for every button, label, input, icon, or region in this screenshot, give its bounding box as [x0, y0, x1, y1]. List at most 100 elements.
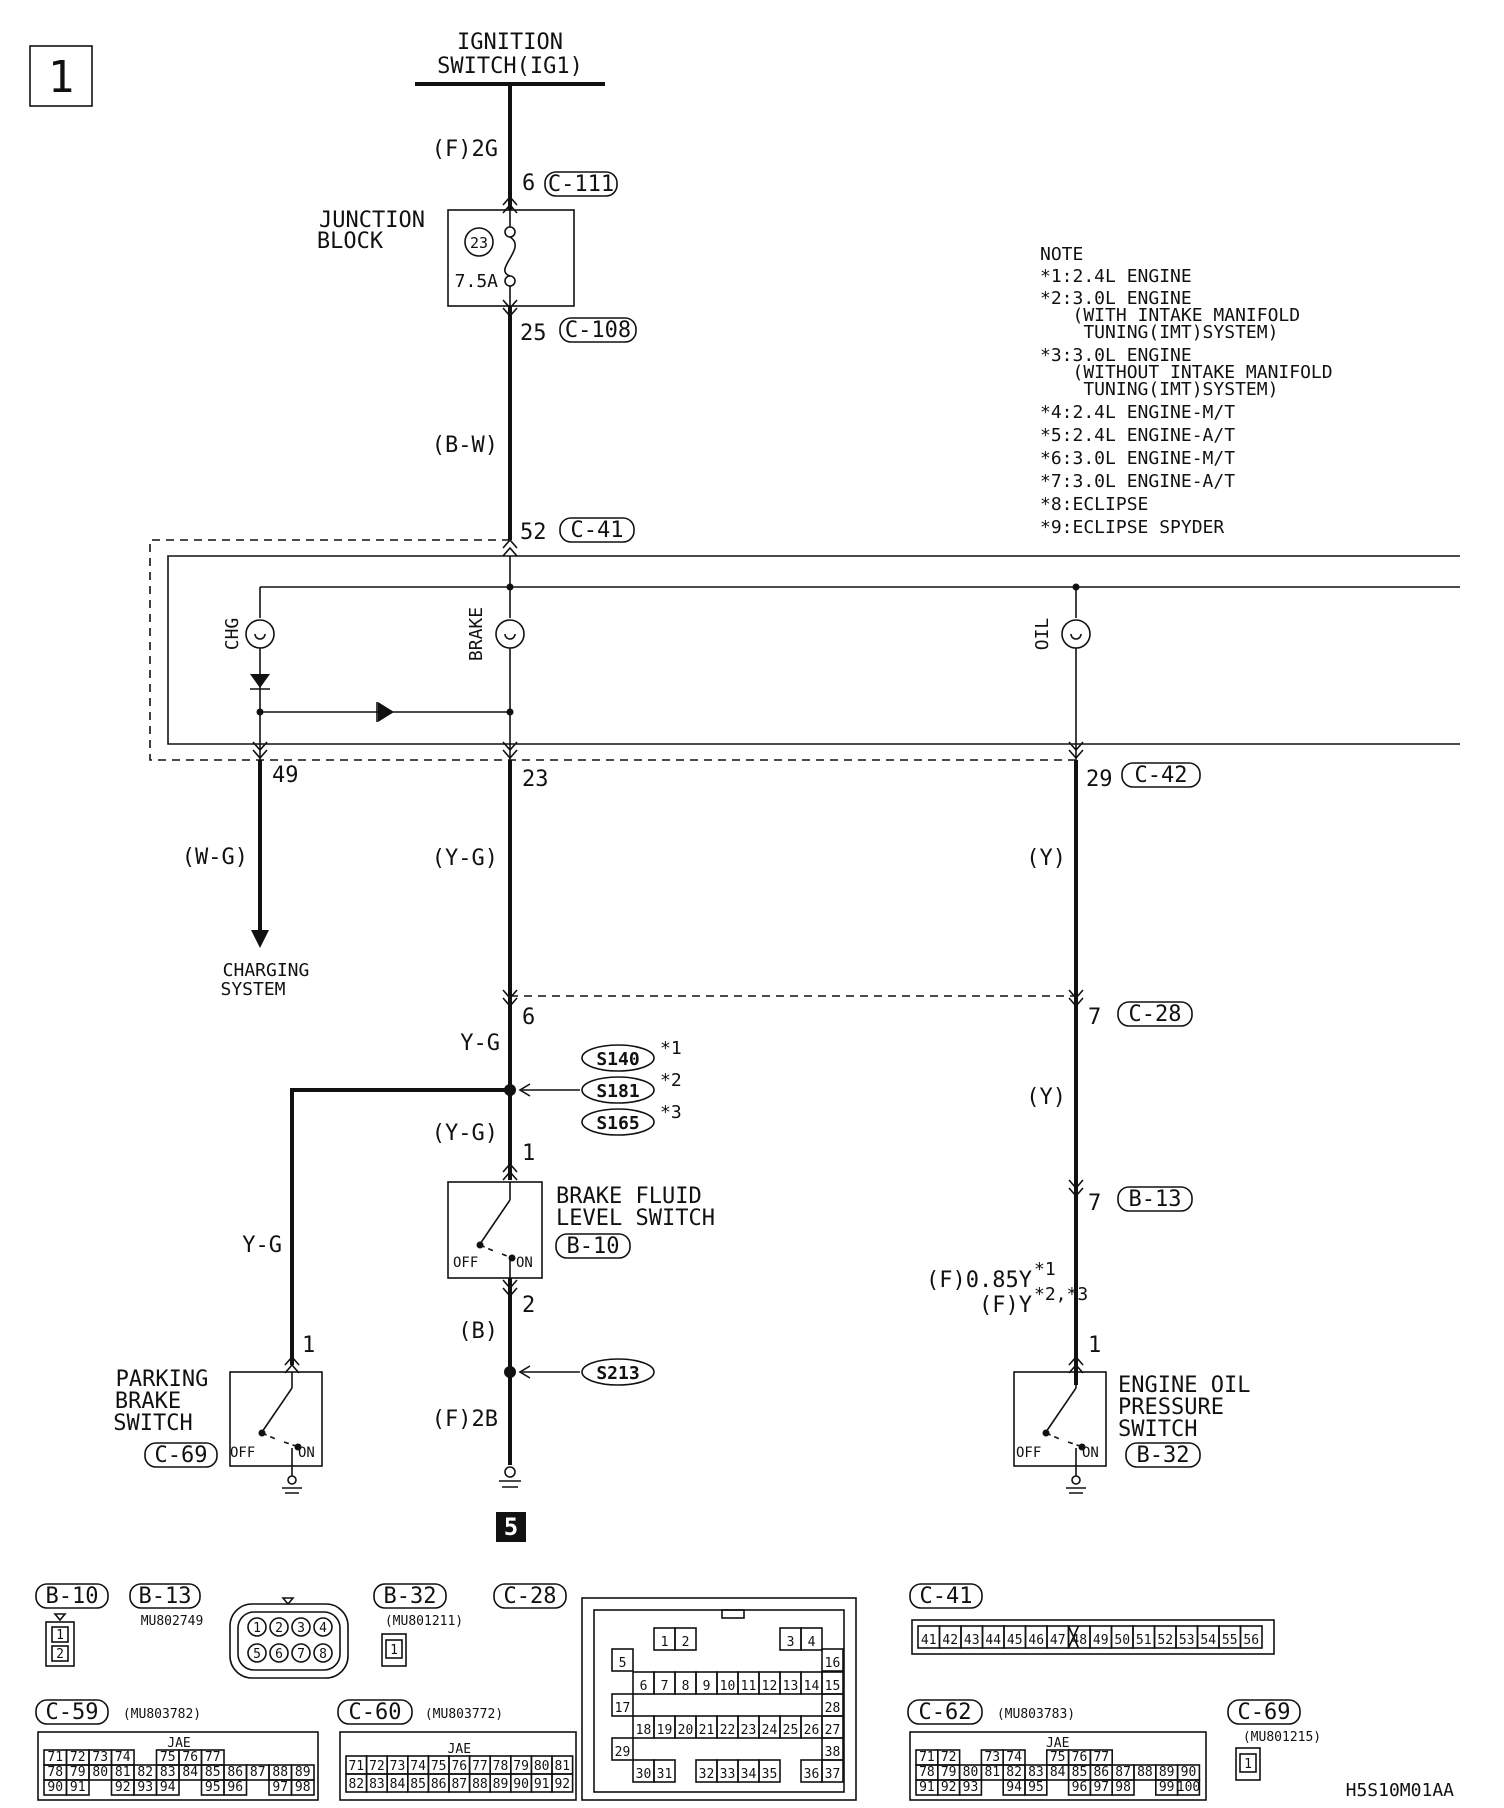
note-line: *7:3.0L ENGINE-A/T: [1040, 471, 1235, 492]
legend-c60-pin-label: 89: [493, 1777, 509, 1792]
legend-c59-pin-cell: [65, 1779, 90, 1796]
legend-c62-pin-label: 88: [1137, 1765, 1153, 1780]
legend-c62-name: C-62: [919, 1700, 972, 1725]
connector-mark: [284, 1355, 300, 1374]
legend-c41-pin-label: 48: [1071, 1633, 1087, 1648]
legend-c62-pin-label: 92: [941, 1780, 957, 1795]
connector-c111-pin: 6: [522, 171, 535, 196]
legend-b32-part: (MU801211): [385, 1614, 463, 1629]
note-line: *1:2.4L ENGINE: [1040, 266, 1192, 287]
legend-c28-name: C-28: [504, 1584, 557, 1609]
wire-label-y-2: (Y): [1026, 1085, 1066, 1110]
fuse-number-circle: [464, 227, 494, 257]
parking-brake-on: ON: [298, 1445, 315, 1461]
connector-c42-pin: 29: [1086, 767, 1113, 792]
note-line: *4:2.4L ENGINE-M/T: [1040, 402, 1235, 423]
legend-c62-pin-label: 84: [1050, 1765, 1066, 1780]
legend-b13-pin: [313, 1643, 333, 1663]
legend-c62-pin-label: 95: [1028, 1780, 1044, 1795]
combination-meter-outline: [149, 539, 1075, 761]
legend-b10-pin: [51, 1626, 69, 1643]
legend-c59-pin-label: 75: [160, 1750, 176, 1765]
oil-switch-off: OFF: [1016, 1445, 1041, 1461]
legend-c41-key-cross: [1067, 1625, 1080, 1649]
legend-c41-pin-label: 50: [1114, 1633, 1130, 1648]
parking-brake-connector-box: [144, 1442, 218, 1468]
legend-c28-pin-label: 35: [762, 1767, 778, 1782]
chg-lamp-icon: [245, 619, 275, 649]
legend-c59-pin-label: 82: [137, 1765, 153, 1780]
legend-c62-pin-label: 71: [919, 1750, 935, 1765]
legend-b13-pin-label: 6: [275, 1647, 283, 1662]
connector-mark: [502, 538, 518, 557]
legend-c28-pin-label: 38: [825, 1745, 841, 1760]
legend-c41-pin-label: 41: [921, 1633, 937, 1648]
legend-c59-pin-label: 78: [47, 1765, 63, 1780]
connector-b13-pin: 7: [1088, 1191, 1101, 1216]
legend-c59-pin-label: 85: [205, 1765, 221, 1780]
parking-brake-connector: C-69: [155, 1443, 208, 1468]
legend-c28-pin-label: 10: [720, 1679, 736, 1694]
legend-c60-pin-label: 78: [493, 1759, 509, 1774]
circuit-id: 5: [504, 1513, 518, 1541]
lamp-filament: [1070, 633, 1082, 640]
connector-c108-box: [559, 317, 637, 343]
legend-c62-pin-label: 73: [984, 1750, 1000, 1765]
splice-arrow: [518, 1083, 531, 1097]
legend-b13-pin: [313, 1617, 333, 1637]
brake-fluid-label-1: BRAKE FLUID: [556, 1184, 702, 1209]
legend-c62-pin-label: 93: [963, 1780, 979, 1795]
connector-mark: [502, 1162, 518, 1181]
legend-b13-pin-label: 3: [297, 1621, 305, 1636]
legend-b13-pin-label: 2: [275, 1621, 283, 1636]
oil-switch-connector-box: [1125, 1442, 1201, 1468]
legend-c62-pin-label: 83: [1028, 1765, 1044, 1780]
wire-to-parking-brake: [290, 1088, 510, 1365]
lamp-filament: [254, 633, 266, 640]
legend-c62-pin-label: 74: [1006, 1750, 1022, 1765]
legend-c60-maker: JAE: [448, 1742, 471, 1757]
connector-c41-box: [559, 517, 635, 543]
switch-lever: [479, 1199, 511, 1245]
legend-b13-pin: [269, 1643, 289, 1663]
legend-c28-pin-label: 20: [678, 1723, 694, 1738]
legend-c41-pin-label: 45: [1007, 1633, 1023, 1648]
wire-label-yg-2: Y-G: [460, 1031, 500, 1056]
legend-c28-pin-label: 2: [682, 1635, 690, 1650]
oil-pressure-switch-box: [1013, 1371, 1107, 1467]
legend-b13-pin: [269, 1617, 289, 1637]
wire-label-f085y: (F)0.85Y: [926, 1268, 1032, 1293]
switch-lever: [261, 1387, 293, 1433]
legend-c62-pin-label: 90: [1181, 1765, 1197, 1780]
brake-fluid-connector-box: [555, 1233, 631, 1259]
legend-c28-pin-label: 29: [615, 1745, 631, 1760]
fuse-terminal-top: [504, 226, 516, 238]
legend-c28-pin-label: 24: [762, 1723, 778, 1738]
legend-c28-pin-cell: [611, 1648, 634, 1672]
legend-b32-body: [381, 1633, 407, 1667]
legend-c28-pin-cell: [800, 1627, 823, 1651]
legend-b13-pin: [247, 1617, 267, 1637]
legend-b32-pin: [385, 1639, 403, 1659]
legend-c28-tag: [493, 1583, 567, 1609]
legend-c60-pin-cell: [551, 1773, 574, 1793]
legend-c28-pin-cell: [611, 1737, 634, 1761]
legend-c62-pin-label: 85: [1072, 1765, 1088, 1780]
legend-c62-pin-label: 96: [1072, 1780, 1088, 1795]
circuit-id-box: [496, 1512, 526, 1542]
combination-meter-panel: [167, 555, 1460, 745]
legend-c41-pin-label: 54: [1200, 1633, 1216, 1648]
legend-c59-pin-cell: [155, 1779, 180, 1796]
legend-c59-pin-label: 76: [182, 1750, 198, 1765]
legend-c62-pin-label: 97: [1093, 1780, 1109, 1795]
page-number-box: [29, 45, 93, 107]
legend-c59-pin-label: 91: [70, 1780, 86, 1795]
legend-c62-pin-label: 100: [1177, 1780, 1200, 1795]
legend-c60-pin-label: 72: [369, 1759, 385, 1774]
connector-c28-pin: 7: [1088, 1005, 1101, 1030]
legend-c28-pin-label: 30: [636, 1767, 652, 1782]
legend-b13-body: [229, 1603, 349, 1679]
legend-b13-part: MU802749: [141, 1614, 204, 1629]
legend-b13-pin-label: 1: [253, 1621, 261, 1636]
